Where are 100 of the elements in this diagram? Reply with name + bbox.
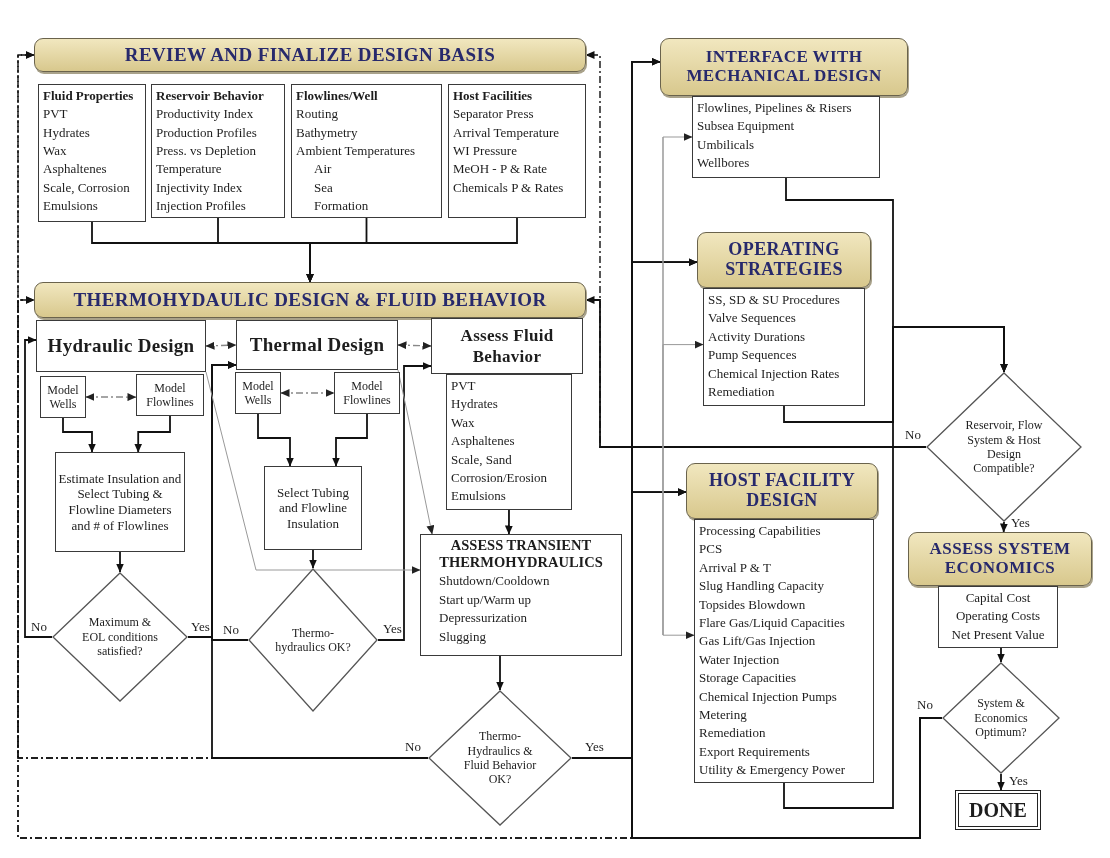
list-item: Air — [313, 160, 332, 179]
list-item: Formation — [313, 197, 369, 216]
process-box — [264, 466, 362, 550]
arrow — [496, 655, 504, 691]
list-item: Ambient Temperatures — [296, 142, 416, 160]
list-item: Export Requirements — [699, 742, 810, 761]
edge-label: Yes — [190, 620, 211, 634]
list-item: Remediation — [699, 724, 766, 743]
edge-label: No — [30, 620, 48, 634]
title-banner — [697, 232, 871, 288]
decision-text: Thermo- Hydraulics & Fluid Behavior OK? — [462, 729, 538, 787]
list-heading: ASSESS TRANSIENT THERMOHYDRAULICS — [438, 537, 604, 571]
arrow — [257, 413, 294, 467]
banner-title: INTERFACE WITH MECHANICAL DESIGN — [685, 48, 883, 86]
list-item: Scale, Corrosion — [43, 178, 130, 197]
dashed-arrow — [205, 341, 237, 350]
arrow — [134, 415, 171, 453]
list-item: Arrival P & T — [699, 558, 771, 577]
list-heading: Fluid Properties — [43, 87, 134, 105]
process-box — [136, 374, 204, 416]
dashed-arrow — [280, 389, 335, 397]
box-label: Model Wells — [241, 378, 275, 408]
arrow — [24, 336, 53, 638]
banner-title: OPERATING STRATEGIES — [724, 240, 844, 280]
edge-label: No — [916, 698, 934, 712]
process-box — [55, 452, 185, 552]
list-box — [420, 534, 622, 656]
arrow — [377, 362, 432, 641]
list-item: Chemical Injection Rates — [708, 364, 840, 383]
list-item: Temperature — [156, 160, 222, 179]
arrow — [999, 521, 1008, 533]
decision-text: Maximum & EOL conditions satisfied? — [81, 615, 159, 659]
list-box — [38, 84, 146, 222]
list-item: PVT — [451, 377, 476, 395]
list-item: Scale, Sand — [451, 450, 512, 469]
list-item: Wax — [451, 413, 475, 432]
list-item: Operating Costs — [955, 607, 1041, 626]
list-item: Wellbores — [697, 154, 750, 173]
decision-text: System & Economics Optimum? — [973, 696, 1029, 740]
edge-label: Yes — [584, 740, 605, 754]
list-item: Emulsions — [43, 197, 98, 216]
list-item: PCS — [699, 540, 723, 559]
list-item: Arrival Temperature — [453, 123, 560, 142]
decision-text: Reservoir, Flow System & Host Design Compatible? — [964, 418, 1044, 476]
list-item: Asphaltenes — [43, 160, 107, 179]
list-box — [938, 586, 1058, 648]
title-banner — [34, 282, 586, 318]
box-label: Estimate Insulation and Select Tubing & Flowline Diameters and # of Flowlines — [58, 470, 182, 534]
list-box — [703, 288, 865, 406]
arrow — [997, 647, 1005, 663]
box-label: Select Tubing and Flowline Insulation — [276, 484, 350, 532]
list-item: Sea — [313, 178, 333, 197]
decision-diamond — [52, 572, 188, 702]
list-item: Water Injection — [699, 650, 780, 669]
list-item: WI Pressure — [453, 142, 517, 160]
list-item: Depressurization — [438, 609, 528, 628]
arrow — [116, 551, 124, 573]
decision-text: Thermo- hydraulics OK? — [274, 625, 352, 655]
title-banner — [660, 38, 908, 96]
box-heading: Hydraulic Design — [47, 334, 195, 358]
banner-title: THERMOHYDAULIC DESIGN & FLUID BEHAVIOR — [73, 289, 547, 311]
list-item: Processing Capabilities — [699, 522, 821, 540]
dashed-arrow — [85, 393, 137, 402]
list-item: Activity Durations — [708, 327, 806, 346]
list-item: Gas Lift/Gas Injection — [699, 632, 816, 651]
list-box — [291, 84, 442, 218]
list-item: Topsides Blowdown — [699, 595, 806, 614]
list-box — [151, 84, 285, 218]
title-banner — [34, 38, 586, 72]
list-item: Corrosion/Erosion — [451, 469, 548, 488]
list-item: Start up/Warm up — [438, 590, 532, 609]
list-item: Subsea Equipment — [697, 117, 795, 136]
process-box — [334, 372, 400, 414]
heading-box — [431, 318, 583, 374]
decision-diamond — [428, 690, 572, 826]
list-item: Net Present Value — [951, 625, 1045, 644]
list-item: Chemical Injection Pumps — [699, 687, 837, 706]
list-item: Shutdown/Cooldown — [438, 572, 550, 591]
list-item: Chemicals P & Rates — [453, 178, 564, 197]
list-item: Hydrates — [43, 123, 90, 142]
process-box — [235, 372, 281, 414]
edge-label: No — [222, 623, 240, 637]
heading-box — [236, 320, 398, 370]
list-item: Flowlines, Pipelines & Risers — [697, 99, 852, 117]
process-box — [40, 376, 86, 418]
list-item: SS, SD & SU Procedures — [708, 291, 840, 309]
edge-label: No — [404, 740, 422, 754]
list-item: Flare Gas/Liquid Capacities — [699, 614, 845, 633]
arrow — [332, 413, 368, 467]
list-item: Remediation — [708, 383, 775, 402]
title-banner — [908, 532, 1092, 586]
list-item: Slugging — [438, 627, 486, 646]
arrow — [783, 326, 1008, 809]
terminal-box — [955, 790, 1041, 830]
arrow — [504, 509, 513, 535]
list-item: Bathymetry — [296, 123, 358, 142]
list-item: PVT — [43, 105, 68, 124]
banner-title: REVIEW AND FINALIZE DESIGN BASIS — [124, 44, 496, 66]
decision-diamond — [942, 662, 1060, 774]
box-label: Model Flowlines — [342, 378, 392, 408]
